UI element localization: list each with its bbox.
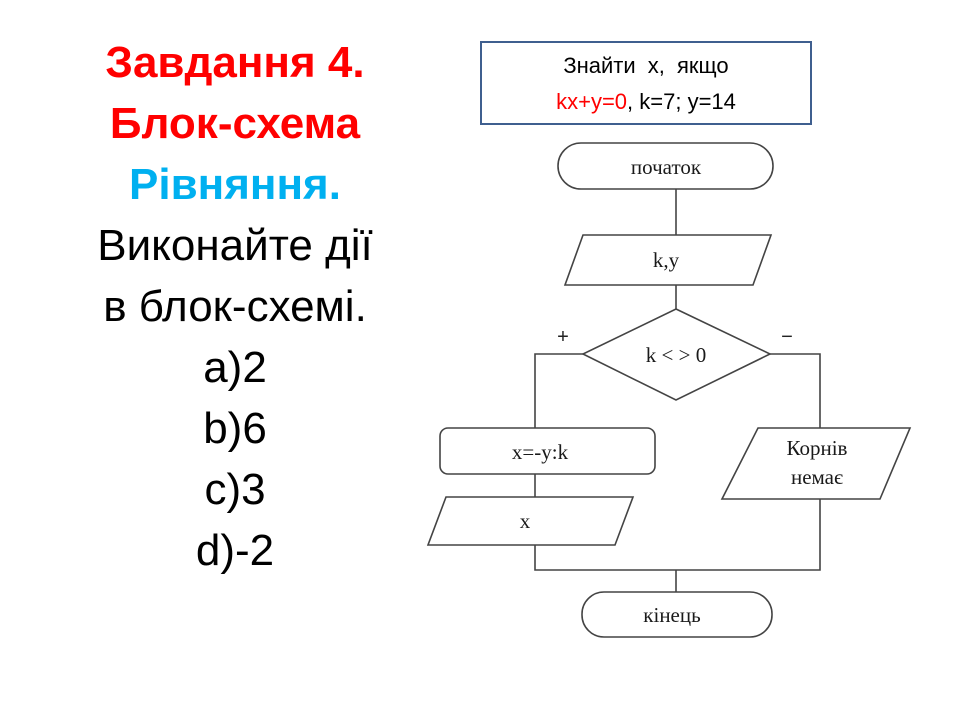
instruction-line-2: в блок-схемі.: [103, 282, 367, 331]
condition-label: k < > 0: [646, 343, 706, 367]
output-parallelogram: [426, 496, 635, 546]
start-terminator: [557, 142, 774, 190]
problem-separator: ,: [627, 89, 640, 114]
condition-diamond: [581, 308, 772, 401]
compute-label: x=-y:k: [512, 440, 569, 464]
answer-option-b[interactable]: b)6: [203, 404, 267, 453]
no-roots-line-1: Корнів: [787, 436, 848, 460]
problem-equation: kx+y=0: [556, 89, 628, 114]
connector-no-branch: [770, 353, 821, 428]
end-terminator: [581, 591, 773, 638]
no-roots-line-2: немає: [791, 465, 843, 489]
answer-option-c[interactable]: c)3: [204, 465, 266, 514]
input-parallelogram: [563, 234, 773, 286]
input-label: k,y: [653, 248, 680, 272]
no-sign: −: [781, 326, 793, 348]
no-roots-parallelogram: [720, 427, 912, 500]
instruction-line-1: Виконайте дії: [97, 221, 373, 270]
task-topic: Рівняння.: [129, 160, 341, 209]
problem-box: Знайти х, якщо kx+y=0, k=7; y=14: [480, 41, 812, 125]
compute-process: [439, 427, 656, 475]
problem-line-1: Знайти х, якщо: [563, 53, 729, 78]
answer-option-d[interactable]: d)-2: [195, 526, 275, 575]
problem-line-2: kx+y=0, k=7; y=14: [482, 89, 810, 115]
end-label: кінець: [643, 603, 700, 627]
connector-merge: [534, 499, 821, 571]
task-subtitle: Блок-схема: [109, 99, 361, 148]
task-title: Завдання 4.: [105, 38, 365, 87]
problem-given: k=7; y=14: [639, 89, 736, 114]
start-label: початок: [631, 155, 702, 179]
task-panel: Завдання 4. Блок-схема Рівняння. Виконай…: [40, 32, 430, 581]
output-label: x: [520, 509, 531, 533]
yes-sign: +: [557, 326, 569, 348]
connector-yes-branch: [534, 353, 583, 428]
answer-option-a[interactable]: a)2: [203, 343, 267, 392]
